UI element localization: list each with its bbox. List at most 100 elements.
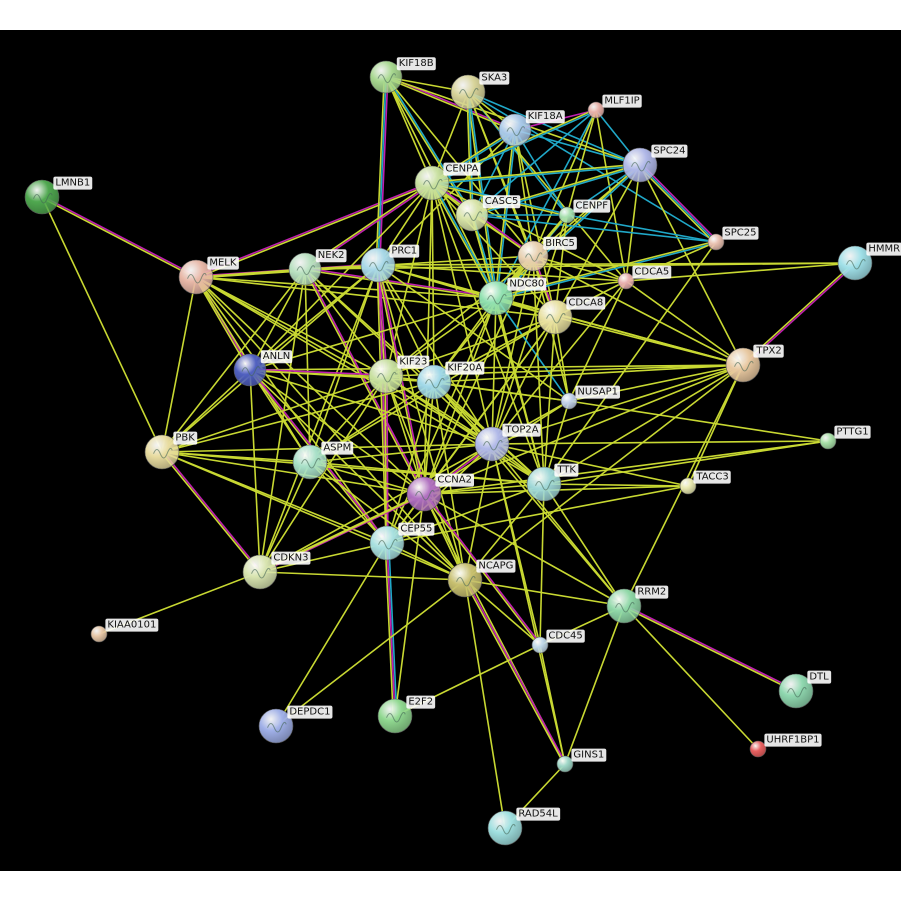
node-ndc80[interactable]: NDC80 (478, 277, 547, 316)
node-circle[interactable] (474, 426, 510, 462)
node-circle[interactable] (819, 432, 837, 450)
node-circle[interactable] (526, 466, 562, 502)
node-label-background (516, 807, 561, 821)
edge-spc24-cenpa (431, 163, 640, 183)
node-circle[interactable] (242, 554, 278, 590)
node-aspm[interactable]: ASPM (292, 441, 354, 480)
edge-birc5-kif20a (433, 255, 534, 383)
node-tacc3[interactable]: TACC3 (679, 470, 731, 495)
node-label: ANLN (263, 351, 290, 362)
node-cenpf[interactable]: CENPF (558, 199, 611, 224)
node-circle[interactable] (560, 392, 578, 410)
node-label-background (651, 144, 688, 158)
node-birc5[interactable]: BIRC5 (517, 236, 577, 272)
node-dtl[interactable]: DTL (778, 670, 832, 709)
edge-rrm2-uhrf1bp1 (623, 605, 759, 750)
node-circle[interactable] (144, 434, 180, 470)
node-circle[interactable] (587, 101, 605, 119)
node-circle[interactable] (478, 280, 514, 316)
node-label: CDCA5 (634, 267, 669, 278)
node-pttg1[interactable]: PTTG1 (819, 425, 871, 450)
node-nusap1[interactable]: NUSAP1 (560, 385, 620, 410)
node-mlf1ip[interactable]: MLF1IP (587, 94, 642, 119)
node-circle[interactable] (749, 740, 767, 758)
node-rrm2[interactable]: RRM2 (606, 585, 669, 624)
node-label-background (753, 344, 784, 358)
node-kif20a[interactable]: KIF20A (416, 361, 485, 400)
node-label-background (482, 195, 521, 209)
node-circle[interactable] (292, 444, 328, 480)
edge-ndc80-ccna2 (423, 297, 497, 495)
node-circle[interactable] (360, 247, 396, 283)
node-circle[interactable] (622, 147, 658, 183)
edge-aspm-ttk (309, 461, 545, 485)
node-circle[interactable] (416, 364, 452, 400)
node-circle[interactable] (606, 588, 642, 624)
node-hmmr[interactable]: HMMR (837, 242, 901, 281)
node-circle[interactable] (556, 755, 574, 773)
node-circle[interactable] (837, 245, 873, 281)
node-circle[interactable] (679, 477, 697, 495)
node-circle[interactable] (90, 625, 108, 643)
node-gins1[interactable]: GINS1 (556, 748, 607, 773)
node-top2a[interactable]: TOP2A (474, 423, 541, 462)
node-prc1[interactable]: PRC1 (360, 244, 420, 283)
node-circle[interactable] (233, 353, 267, 387)
node-circle[interactable] (778, 673, 814, 709)
edge-cdca5-tpx2 (625, 280, 744, 366)
node-rad54l[interactable]: RAD54L (487, 807, 561, 846)
node-circle[interactable] (498, 113, 532, 147)
node-circle[interactable] (406, 476, 442, 512)
node-circle[interactable] (537, 299, 573, 335)
node-anln[interactable]: ANLN (233, 350, 293, 387)
node-circle[interactable] (369, 60, 403, 94)
node-label-background (693, 470, 731, 484)
node-lmnb1[interactable]: LMNB1 (24, 176, 93, 215)
node-circle[interactable] (258, 708, 294, 744)
node-circle[interactable] (725, 347, 761, 383)
node-circle[interactable] (288, 252, 322, 286)
node-pbk[interactable]: PBK (144, 431, 198, 470)
node-circle[interactable] (414, 165, 450, 201)
node-circle[interactable] (455, 198, 489, 232)
node-ska3[interactable]: SKA3 (450, 71, 510, 110)
node-uhrf1bp1[interactable]: UHRF1BP1 (749, 733, 822, 758)
node-spc25[interactable]: SPC25 (707, 226, 759, 251)
node-kif23[interactable]: KIF23 (368, 355, 430, 394)
node-circle[interactable] (707, 233, 725, 251)
structure-icon (187, 272, 207, 284)
node-circle[interactable] (517, 240, 549, 272)
node-ncapg[interactable]: NCAPG (447, 559, 516, 598)
node-circle[interactable] (450, 74, 486, 110)
node-e2f2[interactable]: E2F2 (377, 695, 436, 734)
node-cdca8[interactable]: CDCA8 (537, 296, 606, 335)
node-depdc1[interactable]: DEPDC1 (258, 705, 333, 744)
node-ccna2[interactable]: CCNA2 (406, 473, 475, 512)
node-spc24[interactable]: SPC24 (622, 144, 688, 183)
node-kif18a[interactable]: KIF18A (498, 110, 565, 147)
node-circle[interactable] (369, 525, 405, 561)
node-tpx2[interactable]: TPX2 (725, 344, 784, 383)
node-cep55[interactable]: CEP55 (369, 522, 435, 561)
node-melk[interactable]: MELK (178, 256, 239, 295)
node-cenpa[interactable]: CENPA (414, 162, 481, 201)
node-cdc45[interactable]: CDC45 (531, 629, 585, 654)
node-circle[interactable] (377, 698, 413, 734)
node-cdca5[interactable]: CDCA5 (617, 265, 672, 290)
node-kif18b[interactable]: KIF18B (369, 57, 436, 94)
node-circle[interactable] (617, 272, 635, 290)
node-circle[interactable] (368, 358, 404, 394)
node-kiaa0101[interactable]: KIAA0101 (90, 618, 159, 643)
node-ttk[interactable]: TTK (526, 463, 579, 502)
node-nek2[interactable]: NEK2 (288, 249, 347, 286)
node-circle[interactable] (558, 206, 576, 224)
node-cdkn3[interactable]: CDKN3 (242, 551, 311, 590)
node-circle[interactable] (24, 179, 60, 215)
node-circle[interactable] (447, 562, 483, 598)
node-casc5[interactable]: CASC5 (455, 195, 521, 232)
node-circle[interactable] (487, 810, 523, 846)
node-label: SKA3 (481, 73, 507, 84)
node-circle[interactable] (178, 259, 214, 295)
node-circle[interactable] (531, 636, 549, 654)
edge-ska3-casc5 (466, 92, 472, 216)
